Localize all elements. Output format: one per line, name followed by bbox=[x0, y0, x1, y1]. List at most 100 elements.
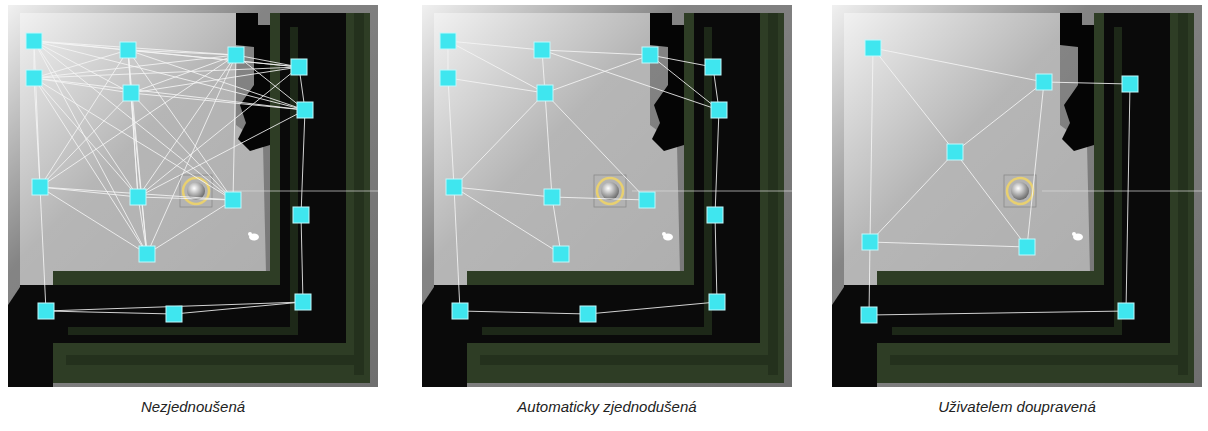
graph-link bbox=[715, 215, 717, 302]
graph-link bbox=[40, 50, 128, 187]
graph-link bbox=[552, 197, 647, 200]
panel-caption: Automaticky zjednodušená bbox=[422, 398, 792, 415]
waypoint-marker bbox=[711, 102, 727, 118]
waypoint-marker bbox=[440, 33, 456, 49]
graph-link bbox=[128, 50, 305, 110]
graph-link bbox=[715, 110, 719, 215]
graph-link bbox=[138, 55, 236, 197]
waypoint-marker bbox=[544, 189, 560, 205]
graph-link bbox=[138, 110, 305, 197]
graph-link bbox=[138, 197, 233, 200]
graph-link bbox=[40, 187, 46, 311]
graph-link bbox=[870, 152, 955, 242]
graph-link bbox=[1044, 82, 1130, 84]
graph-link bbox=[131, 93, 147, 254]
waypoint-marker bbox=[440, 70, 456, 86]
waypoint-marker bbox=[446, 179, 462, 195]
graph-link bbox=[128, 50, 147, 254]
waypoint-marker bbox=[1036, 74, 1052, 90]
waypoint-marker bbox=[709, 294, 725, 310]
waypoint-marker bbox=[26, 70, 42, 86]
waypoint-marker bbox=[1122, 76, 1138, 92]
graph-link bbox=[873, 48, 955, 152]
waypoint-marker bbox=[947, 144, 963, 160]
graph-link bbox=[650, 55, 713, 67]
graph-link bbox=[236, 55, 299, 67]
waypoint-marker bbox=[1118, 303, 1134, 319]
graph-link bbox=[454, 187, 561, 254]
graph-link bbox=[448, 41, 545, 93]
waypoint-marker bbox=[32, 179, 48, 195]
waypoint-marker bbox=[291, 59, 307, 75]
graph-link bbox=[34, 78, 233, 200]
graph-link bbox=[34, 50, 128, 78]
graph-link bbox=[34, 78, 305, 110]
graph-link bbox=[34, 78, 131, 93]
graph-link bbox=[128, 50, 236, 55]
waypoint-marker bbox=[295, 294, 311, 310]
graph-link bbox=[34, 41, 305, 110]
graph-link bbox=[552, 197, 561, 254]
waypoint-marker bbox=[705, 59, 721, 75]
waypoint-marker bbox=[26, 33, 42, 49]
graph-link bbox=[955, 152, 1027, 247]
graph-link bbox=[138, 197, 147, 254]
waypoint-marker bbox=[639, 192, 655, 208]
graph-link bbox=[34, 41, 147, 254]
waypoint-marker bbox=[865, 40, 881, 56]
graph-link bbox=[46, 311, 174, 314]
graph-link bbox=[131, 67, 299, 93]
waypoint-marker bbox=[580, 306, 596, 322]
waypoint-marker bbox=[130, 189, 146, 205]
graph-link bbox=[301, 110, 305, 215]
map-screenshot bbox=[422, 5, 792, 387]
graph-link bbox=[34, 78, 40, 187]
graph-link bbox=[869, 242, 870, 315]
graph-link bbox=[34, 78, 147, 254]
waypoint-marker bbox=[123, 85, 139, 101]
graph-link bbox=[34, 78, 138, 197]
graph-link bbox=[870, 242, 1027, 247]
navigation-graph bbox=[26, 33, 313, 322]
graph-link bbox=[131, 93, 305, 110]
waypoint-marker bbox=[293, 207, 309, 223]
waypoint-marker bbox=[534, 42, 550, 58]
waypoint-marker bbox=[452, 303, 468, 319]
graph-link bbox=[588, 302, 717, 314]
graph-link bbox=[448, 78, 454, 187]
graph-link bbox=[542, 50, 650, 55]
graph-link bbox=[870, 48, 873, 242]
graph-link bbox=[128, 50, 138, 197]
graph-link bbox=[128, 50, 233, 200]
graph-link bbox=[1027, 82, 1044, 247]
graph-link bbox=[34, 67, 299, 78]
waypoint-marker bbox=[642, 47, 658, 63]
navigation-graph bbox=[861, 40, 1138, 323]
graph-link bbox=[40, 187, 138, 197]
graph-link bbox=[873, 48, 1044, 82]
graph-link bbox=[869, 311, 1126, 315]
waypoint-marker bbox=[166, 306, 182, 322]
waypoint-marker bbox=[38, 303, 54, 319]
graph-link bbox=[147, 200, 233, 254]
waypoint-marker bbox=[862, 234, 878, 250]
waypoint-marker bbox=[537, 85, 553, 101]
graph-link bbox=[542, 50, 719, 110]
waypoint-marker bbox=[1019, 239, 1035, 255]
waypoint-marker bbox=[297, 102, 313, 118]
waypoint-marker bbox=[553, 246, 569, 262]
graph-link bbox=[545, 93, 647, 200]
graph-link bbox=[40, 93, 131, 187]
waypoint-marker bbox=[228, 47, 244, 63]
graph-link bbox=[131, 55, 236, 93]
graph-link bbox=[301, 215, 303, 302]
waypoint-marker bbox=[120, 42, 136, 58]
graph-link bbox=[138, 67, 299, 197]
graph-link bbox=[34, 41, 40, 187]
graph-link bbox=[1126, 84, 1130, 311]
panel-caption: Nezjednoušená bbox=[8, 398, 378, 415]
waypoint-marker bbox=[139, 246, 155, 262]
navigation-graph bbox=[440, 33, 727, 322]
waypoint-marker bbox=[707, 207, 723, 223]
panel-caption: Uživatelem doupravená bbox=[832, 398, 1202, 415]
